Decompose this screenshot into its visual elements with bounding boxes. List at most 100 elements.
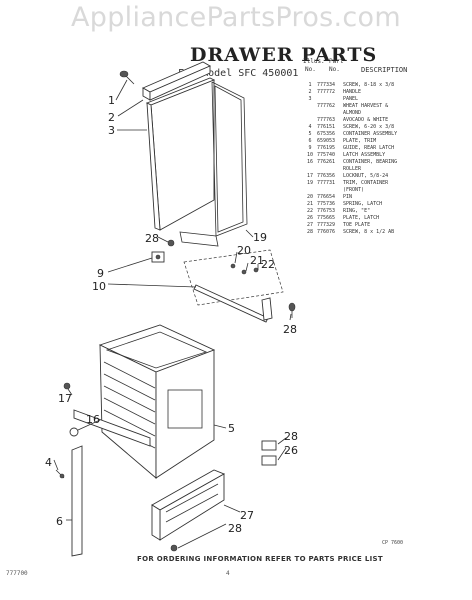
locknut-part — [63, 382, 71, 390]
legend-illus-no: 22 — [306, 208, 314, 214]
legend-row: 777762 WHEAT HARVEST & — [303, 103, 468, 110]
legend-part-no: 776753 — [317, 208, 336, 214]
legend-description: HANDLE — [343, 89, 362, 95]
legend-description: ALMOND — [343, 110, 362, 116]
callout-6: 6 — [56, 515, 63, 528]
legend-part-no — [317, 110, 343, 117]
legend-part-no: 777762 — [317, 103, 336, 109]
legend-illus-no — [303, 187, 317, 194]
legend-col-part: Part — [329, 58, 344, 65]
callout-27: 27 — [240, 509, 254, 522]
legend-part-no: 776654 — [317, 194, 336, 200]
legend-description: SCREW, 6-20 x 3/8 — [343, 124, 395, 130]
legend-part-no: 775740 — [317, 152, 336, 158]
container-trim-part — [179, 81, 248, 247]
callout-5: 5 — [228, 422, 235, 435]
document-code: 777700 — [6, 570, 28, 577]
legend-illus-no: 28 — [306, 229, 314, 235]
callout-26: 26 — [284, 444, 298, 457]
legend-row: ALMOND — [303, 110, 468, 117]
callout-1: 1 — [108, 94, 115, 107]
trim-plate-part — [71, 445, 83, 557]
legend-illus-no: 6 — [308, 138, 312, 144]
legend-part-no: 776151 — [317, 124, 336, 130]
legend-illus-no: 16 — [306, 159, 314, 165]
legend-illus-no: 26 — [306, 215, 314, 221]
legend-illus-no: 17 — [306, 173, 314, 179]
legend-illus-no: 27 — [306, 222, 314, 228]
callout-10: 10 — [92, 280, 106, 293]
callout-21: 21 — [250, 254, 264, 267]
screw-part-28-upper — [167, 239, 175, 247]
legend-illus-no: 3 — [308, 96, 312, 102]
catalog-code: CP 7600 — [382, 540, 404, 546]
legend-row: 5 675356 CONTAINER ASSEMBLY — [303, 131, 468, 138]
legend-part-no — [317, 187, 343, 194]
legend-description: CONTAINER ASSEMBLY — [343, 131, 398, 137]
legend-col-no: No. — [305, 66, 316, 73]
leader-lines — [53, 79, 292, 549]
legend-part-no: 776195 — [317, 145, 336, 151]
legend-illus-no — [303, 110, 317, 117]
legend-part-no: 776076 — [317, 229, 336, 235]
callout-4: 4 — [45, 456, 52, 469]
legend-col-illus: Illus. — [303, 58, 325, 65]
legend-illus-no — [303, 117, 317, 124]
latch-plate-part — [261, 440, 277, 466]
legend-description: SCREW, 8 x 1/2 AB — [343, 229, 395, 235]
legend-illus-no: 19 — [306, 180, 314, 186]
legend-illus-no: 9 — [308, 145, 312, 151]
legend-part-no: 776261 — [317, 159, 336, 165]
legend-row: ROLLER — [303, 166, 468, 173]
toe-plate-part — [151, 469, 226, 541]
legend-part-no — [317, 166, 343, 173]
rear-latch-guide-part — [151, 251, 165, 263]
legend-description: PANEL — [343, 96, 359, 102]
legend-part-no: 675356 — [317, 131, 336, 137]
legend-description: CONTAINER, BEARING — [343, 159, 398, 165]
legend-header: Illus. No. Part No. DESCRIPTION — [303, 58, 468, 82]
screw-part-28-bottom — [170, 544, 178, 552]
handle-part — [141, 61, 212, 101]
legend-illus-no: 5 — [308, 131, 312, 137]
legend-description: WHEAT HARVEST & — [343, 103, 389, 109]
legend-description: AVOCADO & WHITE — [343, 117, 389, 123]
legend-illus-no: 21 — [306, 201, 314, 207]
model-subtitle: For Model SFC 450001 — [178, 68, 299, 79]
legend-description: SPRING, LATCH — [343, 201, 383, 207]
legend-description: LATCH ASSEMBLY — [343, 152, 386, 158]
legend-part-no: 659053 — [317, 138, 336, 144]
legend-description: TOE PLATE — [343, 222, 371, 228]
screw-part-28-right — [288, 302, 296, 318]
legend-illus-no: 1 — [308, 82, 312, 88]
legend-part-no — [317, 96, 343, 103]
legend-part-no: 777334 — [317, 82, 336, 88]
legend-part-no: 775736 — [317, 201, 336, 207]
legend-description: GUIDE, REAR LATCH — [343, 145, 395, 151]
legend-description: (FRONT) — [343, 187, 365, 193]
callout-28-latch: 28 — [284, 430, 298, 443]
callout-28-upper: 28 — [145, 232, 159, 245]
legend-illus-no: 20 — [306, 194, 314, 200]
bearing-roller-container-part — [69, 409, 151, 447]
legend-part-no: 777329 — [317, 222, 336, 228]
callout-28-right: 28 — [283, 323, 297, 336]
screw-part-1 — [119, 70, 135, 85]
legend-description: SCREW, 8-18 x 3/8 — [343, 82, 395, 88]
ordering-note: FOR ORDERING INFORMATION REFER TO PARTS … — [137, 555, 383, 563]
legend-description: RING, "E" — [343, 208, 371, 214]
legend-part-no: 777731 — [317, 180, 336, 186]
callout-2: 2 — [108, 111, 115, 124]
